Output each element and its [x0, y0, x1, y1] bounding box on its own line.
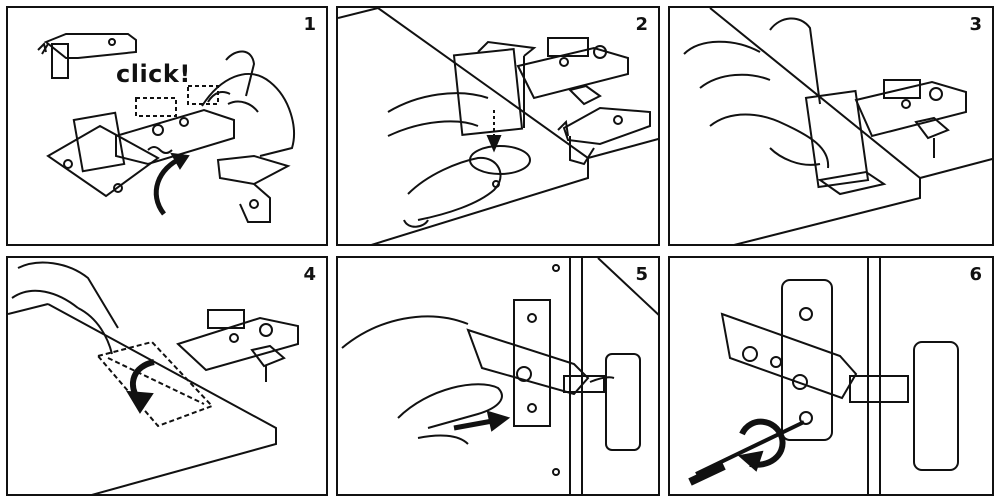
cup-insert-illustration [338, 8, 660, 246]
screw-adjust-illustration [670, 258, 994, 496]
hinge-clip-illustration [8, 8, 328, 246]
panel-6: 6 [668, 256, 994, 496]
panel-2: 2 [336, 6, 660, 246]
panel-1: 1 click! [6, 6, 328, 246]
step-number: 6 [969, 264, 982, 285]
lever-lock-illustration [8, 258, 328, 496]
step-number: 5 [635, 264, 648, 285]
step-number: 3 [969, 14, 982, 35]
panel-3: 3 [668, 6, 994, 246]
press-hinge-illustration [670, 8, 994, 246]
step-number: 1 [303, 14, 316, 35]
panel-5: 5 [336, 256, 660, 496]
door-mount-illustration [338, 258, 660, 496]
step-number: 2 [635, 14, 648, 35]
click-annotation: click! [116, 60, 191, 88]
panel-4: 4 [6, 256, 328, 496]
step-number: 4 [303, 264, 316, 285]
